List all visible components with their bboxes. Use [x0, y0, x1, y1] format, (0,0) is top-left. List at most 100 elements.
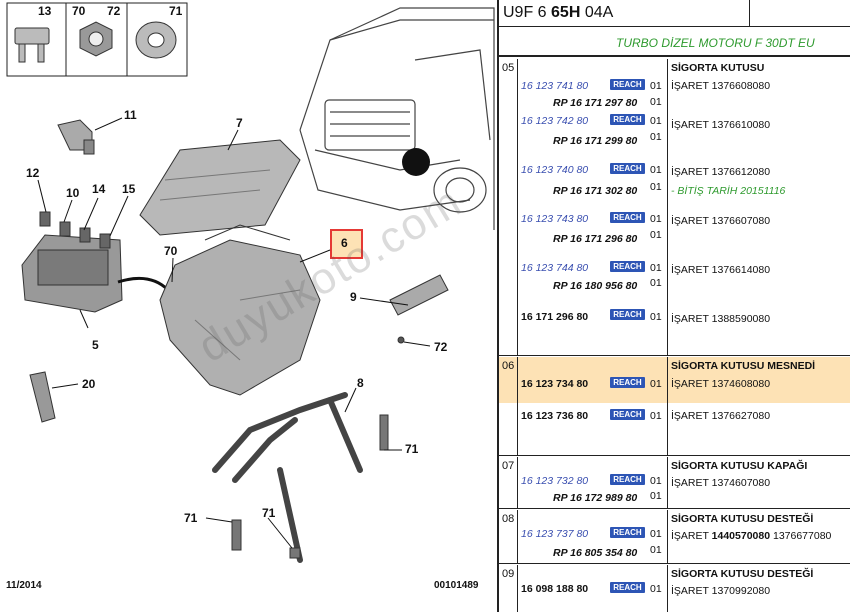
- part-note: İŞARET 1374608080: [671, 378, 771, 390]
- quantity: 01: [650, 80, 662, 92]
- callout-71-top: 71: [169, 4, 183, 18]
- callout-72-top: 72: [107, 4, 121, 18]
- van-outline: [299, 7, 495, 230]
- part-number[interactable]: 16 123 743 80: [521, 213, 589, 225]
- callout-7: 7: [236, 116, 243, 130]
- reach-badge: REACH: [610, 114, 645, 125]
- part-number[interactable]: 16 123 734 80: [521, 378, 589, 390]
- callout-leaders: [37, 117, 431, 549]
- note-suffix: 1376677080: [772, 530, 832, 542]
- fuse-part-icon: [14, 27, 50, 63]
- replacement-part-number[interactable]: RP 16 171 299 80: [553, 135, 638, 147]
- replacement-part-number[interactable]: RP 16 180 956 80: [553, 280, 638, 292]
- part-note: İŞARET 1376612080: [671, 166, 771, 178]
- part-number[interactable]: 16 098 188 80: [521, 583, 589, 595]
- quantity: 01: [650, 96, 662, 108]
- reach-badge: REACH: [610, 261, 645, 272]
- quantity: 01: [650, 181, 662, 193]
- group-07: 07 SİGORTA KUTUSU KAPAĞI 16 123 732 80 R…: [499, 457, 850, 509]
- note-prefix: İŞARET: [671, 530, 709, 542]
- callout-6-highlight-box: [330, 229, 363, 259]
- part-note: İŞARET 1376614080: [671, 264, 771, 276]
- group-title: SİGORTA KUTUSU MESNEDİ: [671, 360, 816, 372]
- model-code-prefix: U9F 6: [503, 4, 547, 21]
- callout-71-right: 71: [405, 442, 419, 456]
- model-code-bold: 65H: [551, 4, 581, 21]
- diagram-drawing: [6, 2, 495, 563]
- replacement-part-number[interactable]: RP 16 171 297 80: [553, 97, 638, 109]
- part-note: İŞARET 1370992080: [671, 585, 771, 597]
- part-number[interactable]: 16 123 741 80: [521, 80, 589, 92]
- callout-9: 9: [350, 290, 357, 304]
- quantity: 01: [650, 164, 662, 176]
- quantity: 01: [650, 528, 662, 540]
- end-date-note: - BİTİŞ TARİH 20151116: [671, 185, 786, 197]
- part-number[interactable]: 16 123 732 80: [521, 475, 589, 487]
- quantity: 01: [650, 475, 662, 487]
- callout-8: 8: [357, 376, 364, 390]
- diagram-code: 00101489: [434, 580, 479, 591]
- part-note: İŞARET 1376610080: [671, 119, 771, 131]
- part-number[interactable]: 16 123 737 80: [521, 528, 589, 540]
- part-20-clip: [29, 371, 56, 423]
- group-number: 05: [502, 62, 515, 74]
- callout-15: 15: [122, 182, 136, 196]
- reach-badge: REACH: [610, 79, 645, 90]
- part-8-support: [212, 392, 363, 563]
- callout-13: 13: [38, 4, 52, 18]
- parts-table: U9F 6 65H 04A TURBO DİZEL MOTORU F 30DT …: [497, 0, 850, 612]
- engine-subtitle: TURBO DİZEL MOTORU F 30DT EU: [499, 27, 850, 57]
- quantity: 01: [650, 115, 662, 127]
- quantity: 01: [650, 490, 662, 502]
- reach-badge: REACH: [610, 212, 645, 223]
- group-number: 07: [502, 460, 515, 472]
- replacement-part-number[interactable]: RP 16 172 989 80: [553, 492, 638, 504]
- washer-part-icon: [135, 21, 177, 59]
- model-code-suffix: 04A: [584, 4, 614, 21]
- group-title: SİGORTA KUTUSU DESTEĞİ: [671, 513, 814, 525]
- callout-71-bottom: 71: [262, 506, 276, 520]
- part-number[interactable]: 16 123 740 80: [521, 164, 589, 176]
- assembly-arrow: [117, 276, 170, 292]
- callout-14: 14: [92, 182, 106, 196]
- replacement-part-number[interactable]: RP 16 171 296 80: [553, 233, 638, 245]
- callout-5: 5: [92, 338, 99, 352]
- quantity: 01: [650, 229, 662, 241]
- part-number[interactable]: 16 171 296 80: [521, 311, 589, 323]
- part-note: İŞARET 1388590080: [671, 313, 771, 325]
- header-divider: [749, 0, 750, 27]
- callout-6: 6: [341, 236, 348, 250]
- quantity: 01: [650, 583, 662, 595]
- reach-badge: REACH: [610, 377, 645, 388]
- quantity: 01: [650, 544, 662, 556]
- quantity: 01: [650, 262, 662, 274]
- quantity: 01: [650, 277, 662, 289]
- part-number[interactable]: 16 123 744 80: [521, 262, 589, 274]
- group-title: SİGORTA KUTUSU KAPAĞI: [671, 460, 808, 472]
- reach-badge: REACH: [610, 474, 645, 485]
- group-title: SİGORTA KUTUSU: [671, 62, 765, 74]
- group-05: 05 SİGORTA KUTUSU 16 123 741 80 REACH 01…: [499, 59, 850, 356]
- part-71-bolts: [231, 414, 389, 559]
- quantity: 01: [650, 378, 662, 390]
- group-title: SİGORTA KUTUSU DESTEĞİ: [671, 568, 814, 580]
- callout-11: 11: [124, 108, 137, 122]
- group-08: 08 SİGORTA KUTUSU DESTEĞİ 16 123 737 80 …: [499, 510, 850, 564]
- note-bold-number: 1440570080: [711, 530, 771, 542]
- part-5-fuse-block: [21, 211, 123, 313]
- reach-badge: REACH: [610, 582, 645, 593]
- callout-72: 72: [434, 340, 448, 354]
- callout-10: 10: [66, 186, 80, 200]
- part-number[interactable]: 16 123 742 80: [521, 115, 589, 127]
- callout-20: 20: [82, 377, 96, 391]
- replacement-part-number[interactable]: RP 16 171 302 80: [553, 185, 638, 197]
- callout-12: 12: [26, 166, 40, 180]
- part-7-cover: [139, 139, 301, 236]
- fuse-box-location-marker: [402, 148, 430, 176]
- group-number: 09: [502, 568, 515, 580]
- group-number: 06: [502, 360, 515, 372]
- part-number[interactable]: 16 123 736 80: [521, 410, 589, 422]
- replacement-part-number[interactable]: RP 16 805 354 80: [553, 547, 638, 559]
- part-note: İŞARET 1374607080: [671, 477, 771, 489]
- reach-badge: REACH: [610, 163, 645, 174]
